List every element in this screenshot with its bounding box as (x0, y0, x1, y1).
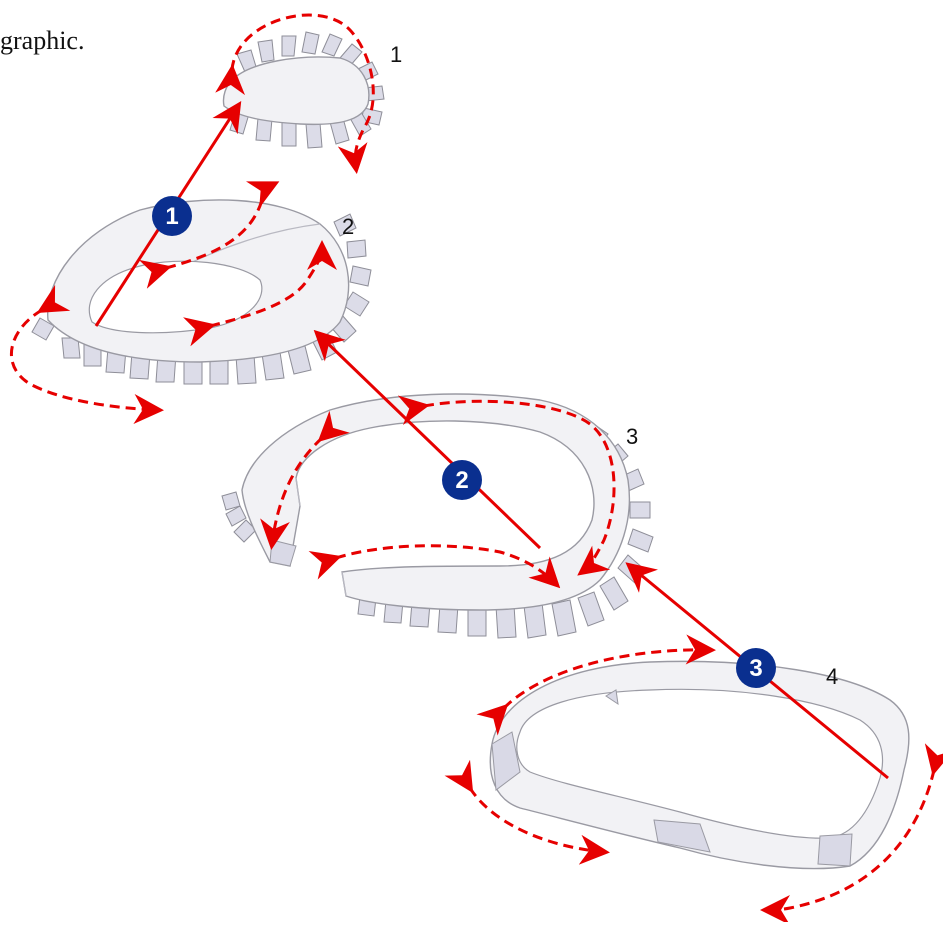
piece-1-cap: 1 (222, 31, 402, 149)
caption-fragment: graphic. (0, 26, 85, 55)
step-badge-1-label: 1 (165, 203, 178, 230)
assembly-arrow-2 (313, 329, 542, 550)
step-badge-2-circle (442, 460, 482, 500)
fold-arrow-piece-4b (444, 759, 610, 865)
fold-arrow-piece-2b (183, 240, 337, 347)
fold-arrow-piece-3b (260, 410, 350, 550)
piece-4-label: 4 (826, 664, 838, 689)
piece-1-label: 1 (390, 42, 402, 67)
piece-2-dome: 2 (31, 199, 372, 385)
fold-arrow-piece-3a (397, 395, 616, 576)
step-badge-3-circle (736, 648, 776, 688)
piece-3-split-ring: 3 (221, 393, 654, 639)
step-badge-3: 3 (736, 648, 776, 688)
fold-arrow-piece-4a (476, 634, 716, 736)
step-badge-1: 1 (152, 196, 192, 236)
piece-2-label: 2 (342, 214, 354, 239)
fold-arrow-piece-2c (10, 284, 164, 424)
fold-arrow-piece-3c (308, 544, 561, 589)
piece-3-label: 3 (626, 424, 638, 449)
step-badge-2: 2 (442, 460, 482, 500)
fold-arrow-piece-4c (760, 743, 943, 925)
step-badge-1-circle (152, 196, 192, 236)
step-badge-3-label: 3 (749, 655, 762, 682)
step-badge-2-label: 2 (455, 467, 468, 494)
fold-arrows (10, 13, 943, 925)
piece-4-band: 4 (489, 660, 910, 870)
